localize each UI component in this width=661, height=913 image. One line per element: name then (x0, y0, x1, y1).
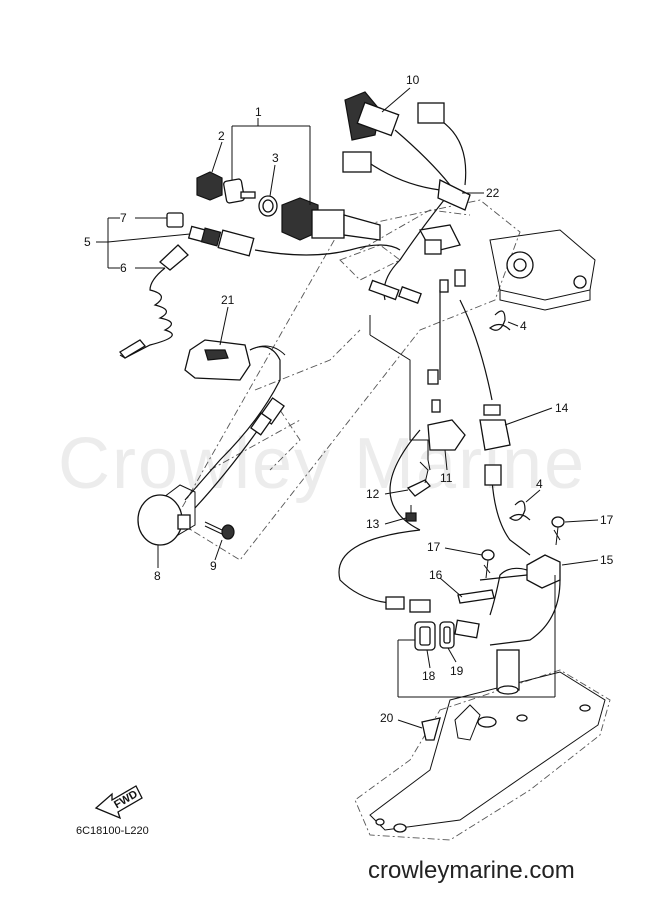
callout-17-right: 17 (600, 513, 614, 527)
callout-20: 20 (380, 711, 394, 725)
part-4-clip-lower (508, 500, 531, 521)
callout-14: 14 (555, 401, 569, 415)
part-18-grommet (414, 621, 436, 651)
callout-5: 5 (84, 235, 91, 249)
callout-17-center: 17 (427, 540, 441, 554)
callout-7: 7 (120, 211, 127, 225)
part-10-main-connector (342, 91, 471, 211)
callout-3: 3 (272, 151, 279, 165)
part-13-screw (405, 505, 417, 522)
callout-4-upper: 4 (520, 319, 527, 333)
part-9-bolt (204, 521, 235, 540)
harness-plugs (385, 596, 480, 639)
part-17-screw-right (551, 516, 565, 546)
callout-8: 8 (154, 569, 161, 583)
part-15-sensor (479, 554, 561, 616)
part-19-grommet (439, 621, 455, 649)
part-1-key (223, 178, 256, 204)
part-20-tag (421, 717, 441, 741)
part-4-clip-upper (488, 310, 511, 331)
part-2-switch-cap (196, 171, 223, 201)
part-3-ring (258, 195, 278, 217)
callout-4-lower: 4 (536, 477, 543, 491)
part-1-main-switch (281, 197, 461, 253)
callout-6: 6 (120, 261, 127, 275)
fwd-arrow-icon: FWD (94, 785, 143, 820)
callout-2: 2 (218, 129, 225, 143)
part-8-throttle-grip (137, 484, 196, 546)
bottom-cowling-outline (354, 649, 611, 841)
diagram-code: 6C18100-L220 (76, 825, 149, 837)
tiller-connectors (250, 239, 466, 436)
footer-url: crowleymarine.com (368, 857, 575, 884)
part-12-bracket (406, 461, 431, 497)
callout-21: 21 (221, 293, 235, 307)
callout-15: 15 (600, 553, 614, 567)
part-6-lanyard (119, 244, 189, 359)
part-14-connector (479, 404, 511, 486)
part-17-screw-center (481, 549, 495, 579)
callout-9: 9 (210, 559, 217, 573)
callout-12: 12 (366, 487, 380, 501)
pivot-bracket (489, 229, 596, 311)
callout-19: 19 (450, 664, 464, 678)
callout-18: 18 (422, 669, 436, 683)
part-21-grip (184, 339, 286, 381)
leader-lines (96, 87, 599, 729)
callouts: 10 1 2 3 7 5 6 22 21 4 14 11 12 4 13 17 … (84, 73, 614, 725)
callout-1: 1 (255, 105, 262, 119)
callout-16: 16 (429, 568, 443, 582)
part-16-bracket (457, 589, 495, 604)
callout-11: 11 (440, 471, 453, 485)
callout-10: 10 (406, 73, 420, 87)
callout-22: 22 (486, 186, 500, 200)
part-5-stop-switch (187, 225, 255, 257)
callout-13: 13 (366, 517, 380, 531)
part-11-module (420, 369, 466, 471)
part-7-cap (166, 212, 184, 228)
